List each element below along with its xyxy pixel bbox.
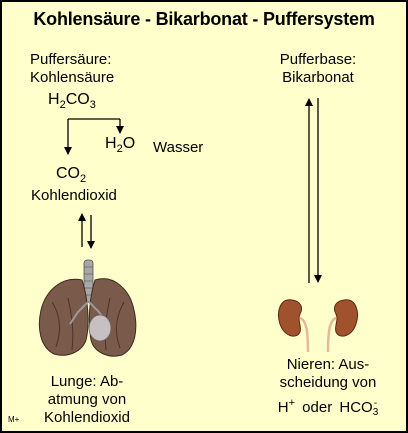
lung-line3: Kohlendioxid bbox=[44, 409, 130, 426]
buffer-base-label: Pufferbase: Bikarbonat bbox=[278, 51, 358, 87]
signature: M+ bbox=[8, 415, 20, 424]
kidneys-icon bbox=[278, 299, 358, 353]
co2-formula: CO2 bbox=[56, 165, 87, 186]
kidney-line3: H+ oder HCO-3 bbox=[277, 397, 379, 419]
bicarbonate-kidney-exchange-arrows bbox=[305, 98, 322, 283]
buffer-acid-line2: Kohlensäure bbox=[30, 69, 115, 86]
lung-label: Lunge: Ab- atmung von Kohlendioxid bbox=[34, 373, 140, 427]
co2-label: Kohlendioxid bbox=[31, 187, 117, 204]
lungs-icon bbox=[38, 259, 137, 357]
dissociation-arrows bbox=[64, 118, 124, 155]
kidney-line2: scheidung von bbox=[279, 374, 377, 391]
buffer-acid-line1: Puffersäure: bbox=[30, 51, 112, 68]
carbonic-acid-formula: H2CO3 bbox=[48, 91, 96, 112]
kidney-label: Nieren: Aus- scheidung von H+ oder HCO-3 bbox=[264, 356, 392, 419]
co2-lung-exchange-arrows bbox=[78, 213, 95, 249]
kidney-line1: Nieren: Aus- bbox=[286, 356, 370, 373]
lung-line2: atmung von bbox=[47, 391, 127, 408]
buffer-base-line1: Pufferbase: bbox=[279, 51, 357, 68]
water-formula: H2O bbox=[105, 135, 136, 156]
water-label: Wasser bbox=[153, 139, 204, 156]
buffer-base-line2: Bikarbonat bbox=[282, 69, 354, 86]
buffer-acid-label: Puffersäure: Kohlensäure bbox=[30, 51, 115, 87]
lung-line1: Lunge: Ab- bbox=[50, 373, 124, 390]
diagram-title: Kohlensäure - Bikarbonat - Puffersystem bbox=[33, 9, 375, 29]
